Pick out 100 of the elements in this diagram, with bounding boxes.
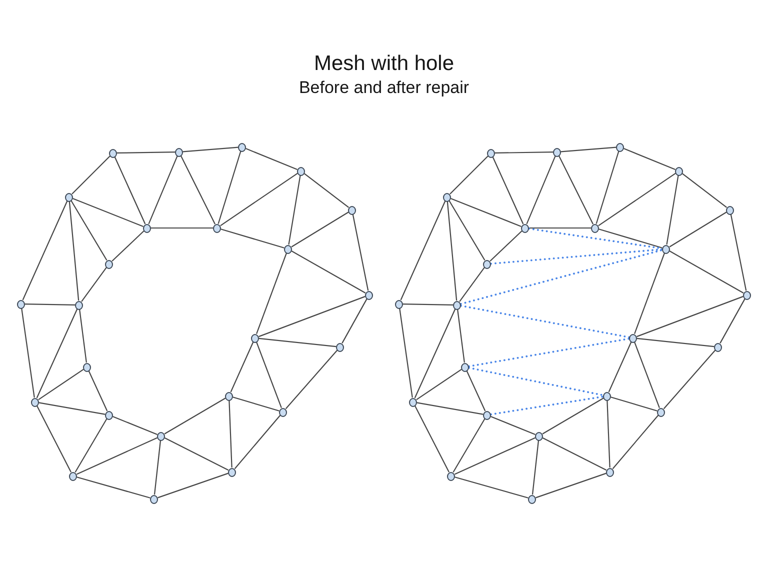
dotted-edge [468, 366, 604, 396]
mesh-edge [220, 228, 284, 248]
mesh-edge [117, 152, 175, 154]
mesh-edge [72, 198, 144, 228]
mesh-edge [466, 370, 486, 412]
mesh-edge [228, 400, 232, 468]
mesh-vertex [251, 334, 259, 342]
title: Mesh with hole [314, 52, 454, 76]
mesh-vertex [483, 260, 491, 268]
mesh-vertex [409, 398, 417, 406]
mesh-edge [256, 252, 287, 334]
mesh-vertex [284, 244, 292, 254]
mesh-vertex [483, 410, 491, 420]
mesh-edge [610, 396, 658, 412]
mesh-edge [416, 402, 484, 415]
mesh-edge [164, 437, 229, 471]
mesh-edge [230, 342, 254, 392]
mesh-edge [730, 214, 747, 291]
mesh-vertex [348, 206, 356, 214]
mesh-edge [234, 414, 281, 470]
mesh-edge [114, 156, 146, 224]
mesh-edge [526, 156, 556, 224]
mesh-edge [246, 148, 298, 170]
mesh-edge [38, 368, 84, 400]
mesh-vertex [395, 300, 403, 308]
mesh-vertex [105, 410, 113, 420]
mesh-edge [450, 198, 522, 228]
mesh-vertex [279, 408, 287, 416]
mesh-edge [634, 342, 660, 408]
mesh-edge [536, 472, 606, 498]
mesh-vertex [443, 192, 451, 202]
mesh-vertex [228, 468, 236, 476]
mesh-vertex [616, 142, 624, 152]
mesh-vertex [606, 468, 614, 476]
mesh-edge [663, 350, 716, 410]
mesh-edge [400, 200, 446, 300]
mesh-edge [457, 309, 465, 363]
mesh-vertex [65, 192, 73, 202]
mesh-edge [560, 146, 616, 152]
mesh-edge [454, 437, 536, 475]
mesh-edge [598, 172, 676, 226]
mesh-edge [258, 338, 336, 348]
dotted-edge [460, 249, 664, 305]
subtitle: Before and after repair [298, 78, 470, 98]
mesh-edge [414, 308, 456, 398]
mesh-edge [446, 201, 458, 301]
mesh-edge [529, 227, 591, 229]
mesh-vertex [714, 342, 722, 352]
mesh-edge [25, 304, 75, 306]
mesh-edge [459, 267, 485, 302]
mesh-edge [218, 151, 242, 224]
mesh-edge [342, 298, 368, 344]
mesh-vertex [365, 290, 373, 300]
mesh-vertex [17, 300, 25, 308]
mesh-vertex [105, 260, 113, 268]
mesh-vertex [535, 432, 543, 440]
mesh-edge [148, 156, 178, 224]
mesh-vertex [447, 472, 455, 480]
dotted-edge [490, 396, 604, 416]
mesh-edge [22, 200, 68, 300]
mesh-edge [76, 476, 150, 498]
mesh-edge [608, 342, 632, 392]
mesh-vertex [487, 148, 495, 158]
mesh-edge [70, 200, 108, 261]
mesh-edge [669, 250, 744, 294]
mesh-edge [154, 440, 162, 495]
mesh-edge [558, 156, 594, 224]
mesh-vertex [175, 148, 183, 156]
mesh-vertex [591, 224, 599, 232]
mesh-edge [74, 418, 108, 473]
mesh-edge [36, 406, 72, 472]
mesh-edge [542, 437, 607, 471]
mesh-edge [291, 250, 366, 294]
mesh-edge [720, 298, 746, 344]
mesh-edge [220, 172, 298, 226]
mesh-edge [636, 338, 714, 348]
mesh-vertex [157, 432, 165, 440]
mesh-edge [454, 476, 528, 498]
mesh-edge [68, 201, 80, 301]
mesh-edge [304, 173, 350, 208]
mesh-edge [288, 175, 301, 245]
mesh-vertex [143, 224, 151, 232]
mesh-edge [636, 296, 744, 338]
mesh-edge [414, 406, 450, 472]
mesh-edge [38, 402, 106, 415]
dotted-edge [460, 304, 630, 338]
mesh-edge [72, 156, 110, 194]
mesh-edge [492, 156, 524, 224]
mesh-edge [624, 148, 676, 170]
mesh-vertex [453, 300, 461, 310]
mesh-edge [448, 200, 486, 261]
mesh-edge [450, 156, 488, 194]
mesh-edge [596, 151, 620, 224]
mesh-edge [532, 440, 540, 495]
mesh-vertex [297, 166, 305, 176]
mesh-edge [232, 396, 280, 412]
mesh-vertex [521, 224, 529, 232]
mesh-edge [399, 308, 413, 398]
mesh-edge [490, 230, 522, 262]
mesh-edge [291, 212, 349, 248]
